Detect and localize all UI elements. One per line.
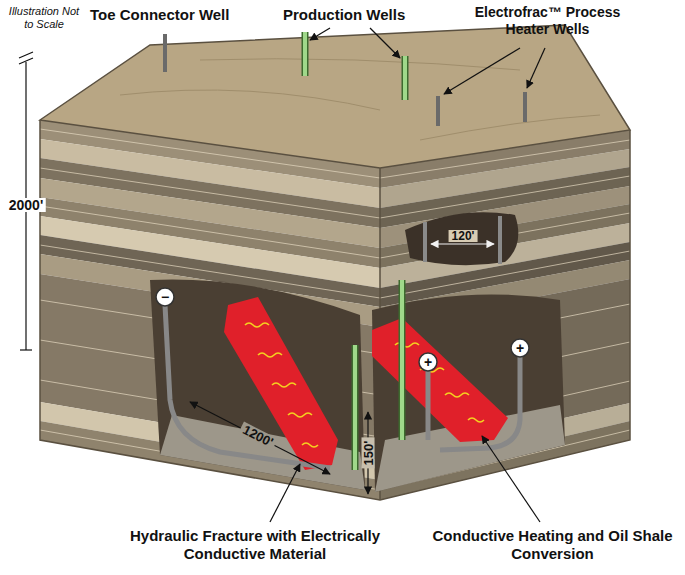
dimension-tick [20, 349, 32, 350]
dimension-label: 120' [449, 230, 478, 242]
dimension-label: 150' [362, 438, 375, 469]
heater-well [440, 356, 520, 450]
well-label: Electrofrac™ Process Heater Wells [455, 4, 640, 38]
production-wellhead [402, 56, 409, 100]
toe-connector-well [165, 305, 330, 468]
hydraulic-fracture [224, 297, 338, 470]
production-well [353, 345, 357, 470]
production-wellhead [302, 32, 309, 76]
leader-lines [270, 28, 545, 522]
surface-texture [120, 59, 600, 140]
break-symbol [19, 52, 33, 64]
polarity-circle [511, 339, 529, 357]
callout-label: Hydraulic Fracture with Electrically Con… [105, 527, 405, 563]
polarity-sign: + [424, 355, 432, 369]
production-well [400, 280, 404, 440]
scale-note: Illustration Not to Scale [8, 5, 80, 31]
polarity-circle [419, 353, 437, 371]
polarity-sign: − [161, 290, 169, 304]
heater-wellhead [436, 96, 440, 126]
left-face-strata [40, 120, 380, 500]
production-wellhead [303, 32, 307, 76]
dimension-line [190, 402, 330, 474]
dimension-label: 2000' [6, 198, 46, 212]
polarity-circle [156, 288, 174, 306]
callout-label: Conductive Heating and Oil Shale Convers… [430, 527, 675, 563]
well-label: Production Wells [283, 6, 428, 24]
toe-connector-wellhead [163, 34, 167, 72]
production-wellhead [403, 56, 407, 100]
upper-cutaway [405, 212, 518, 265]
production-well [399, 280, 406, 440]
heater-well [498, 216, 502, 264]
lower-cutaway [150, 279, 365, 490]
heat-squiggles [245, 323, 484, 447]
ground-surface [40, 25, 630, 168]
heater-well [423, 222, 427, 262]
dimension-line [431, 243, 494, 244]
block-outline [40, 120, 630, 500]
heater-well [426, 370, 431, 440]
polarity-sign: + [516, 341, 524, 355]
heater-wellhead [523, 92, 527, 122]
hydraulic-fracture [372, 318, 508, 442]
well-label: Toe Connector Well [90, 6, 250, 24]
production-well [352, 345, 359, 470]
